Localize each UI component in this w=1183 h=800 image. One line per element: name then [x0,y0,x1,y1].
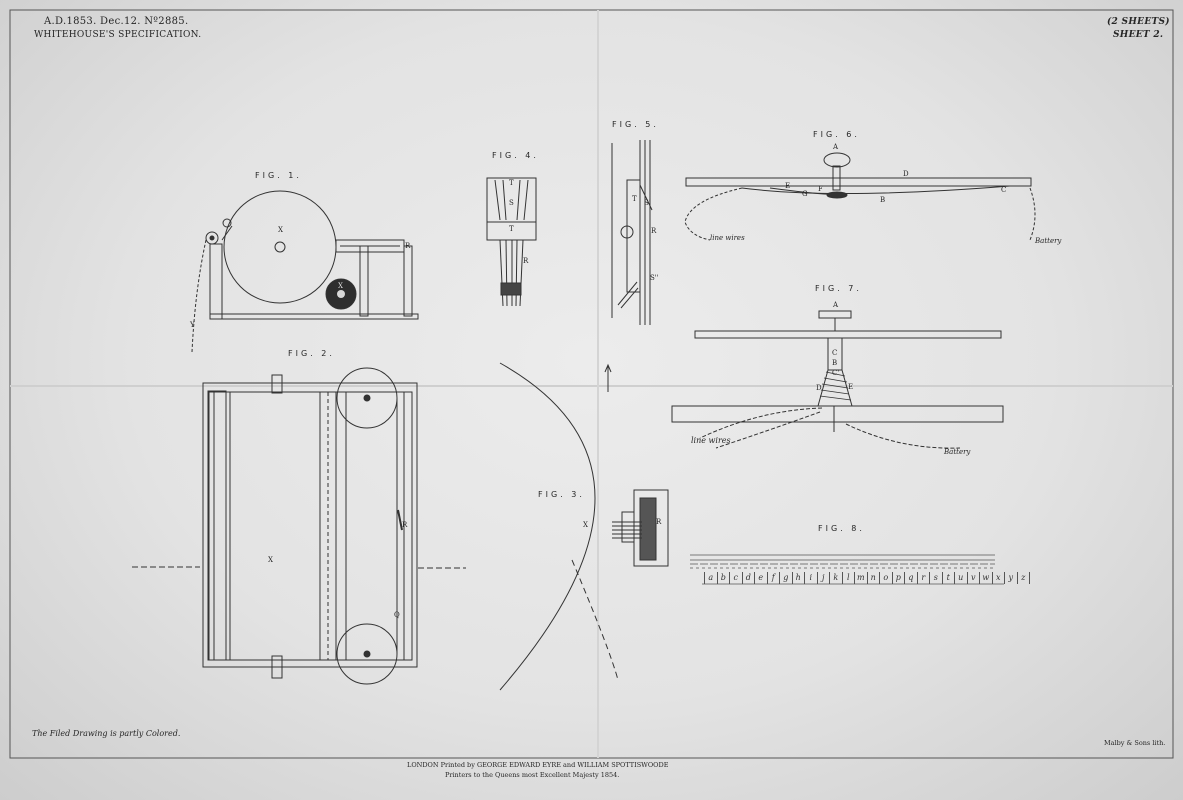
fig7-title: FIG. 7. [815,284,862,293]
fig2-drawing [132,367,466,685]
fig5-label-s2: S'' [650,274,659,282]
fig4-drawing [486,177,537,307]
fig3-label-x: X [583,521,588,529]
fig1-label-y: Y [190,321,195,329]
fig1-drawing [191,190,419,353]
fig7-label-a: A [833,301,839,309]
fig7-label-b: B [832,359,838,367]
fig6-drawing [684,152,1036,241]
fig8-letter-q: q [904,572,917,584]
fig7-label-c-prime: C' [832,369,840,377]
footer-lithographer: Malby & Sons lith. [1104,739,1166,747]
fig7-label-c: C [832,349,838,357]
fig8-letter-p: p [891,572,905,584]
fig8-letter-m: m [854,572,867,584]
fig8-letter-z: z [1016,572,1030,584]
fig7-label-e: E [848,383,854,391]
fig5-label-t: T [632,195,637,203]
footer-printer-line2: Printers to the Queens most Excellent Ma… [445,771,620,779]
fig7-line-wires: line wires [691,436,731,445]
fig1-label-x: X [278,226,283,234]
fig1-ratchet-wheel [325,278,357,310]
fig3-label-r: R [656,518,662,526]
fig8-letter-s: s [929,572,942,584]
fig8-letter-r: r [916,572,930,584]
fig6-line-wires: line wires [710,234,745,242]
fig6-label-f: F [818,185,823,193]
header-sheet-number: SHEET 2. [1113,30,1164,40]
fig3-drawing [499,362,669,691]
fig7-label-d: D [816,384,822,392]
fig2-label-r: R [402,521,408,529]
fig8-letter-d: d [741,572,755,584]
fig8-letter-n: n [866,572,880,584]
fig8-letter-h: h [791,572,805,584]
fig8-letter-b: b [716,572,730,584]
fig3-title: FIG. 3. [538,490,585,499]
fig1-label-r: R [405,242,411,250]
fig1-title: FIG. 1. [255,171,302,180]
fig6-label-c: C [1001,186,1007,194]
fig8-letter-a: a [704,572,717,584]
fig5-label-r: R [651,227,657,235]
fig8-letter-j: j [816,572,830,584]
fig8-drawing [690,554,1004,585]
fig7-drawing [671,310,1004,449]
fig2-label-x: X [268,556,273,564]
fig8-letter-k: k [829,572,842,584]
fig8-letter-i: i [804,572,817,584]
fig8-letter-g: g [779,572,792,584]
fig8-letter-x: x [991,572,1005,584]
fig6-label-d: D [903,170,909,178]
fig4-title: FIG. 4. [492,151,539,160]
fig8-letter-u: u [954,572,967,584]
fig8-letter-y: y [1004,572,1017,584]
fig4-label-t-top: T [509,179,514,187]
fig8-letter-f: f [766,572,780,584]
fig4-label-t: T [509,225,514,233]
fig6-label-e: E [785,182,791,190]
fig8-letter-o: o [879,572,892,584]
fig8-letter-l: l [841,572,855,584]
fig6-battery: Battery [1035,237,1062,245]
footer-colored-note: The Filed Drawing is partly Colored. [32,729,181,738]
header-patent-number: A.D.1853. Dec.12. Nº2885. [44,16,189,27]
fig6-label-b: B [880,196,886,204]
fig6-label-a: A [833,143,839,151]
fig8-title: FIG. 8. [818,524,865,533]
footer-printer-line1: LONDON Printed by GEORGE EDWARD EYRE and… [407,761,669,769]
sheet-border [9,9,1174,759]
fig6-label-g: G [802,190,808,198]
fig4-label-r: R [523,257,529,265]
fig7-battery: Battery [944,448,971,456]
fig8-letter-e: e [754,572,767,584]
fig2-label-q: Q [394,611,400,619]
header-sheet-count: (2 SHEETS) [1107,17,1170,27]
fig8-letter-w: w [979,572,992,584]
header-specification: WHITEHOUSE'S SPECIFICATION. [34,30,202,40]
fig8-letter-t: t [941,572,955,584]
fig8-letter-v: v [966,572,980,584]
fig5-title: FIG. 5. [612,120,659,129]
fig2-title: FIG. 2. [288,349,335,358]
fig1-label-x-wheel: X [338,282,343,290]
fig5-label-s1: S' [644,199,651,207]
fig6-title: FIG. 6. [813,130,860,139]
fig4-label-s: S [509,199,514,207]
fig5-drawing [604,140,653,392]
fig8-letter-c: c [729,572,742,584]
